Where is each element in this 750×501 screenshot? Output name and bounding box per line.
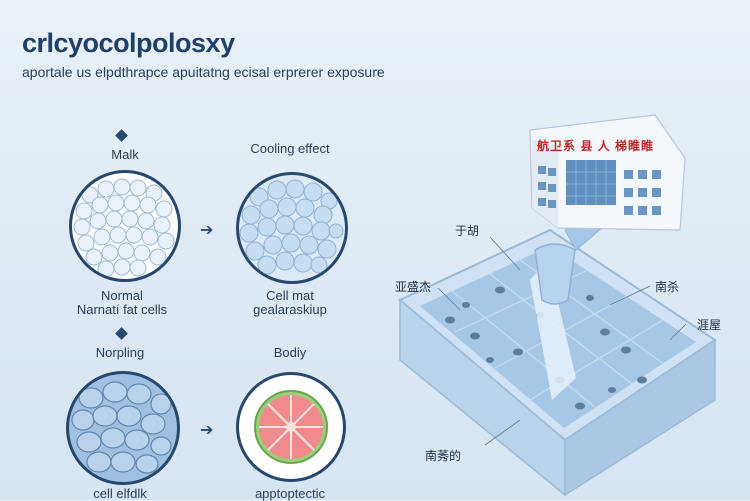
label-bath-far-right: 涯屋	[697, 318, 722, 332]
stage-header-bodiy: Bodiy	[273, 345, 307, 360]
page-subtitle: aportale us elpdthrapce apuitatng ecisal…	[22, 64, 385, 80]
stage-header-normal: Malk	[111, 147, 139, 162]
arrow-right-icon: ➔	[200, 222, 214, 239]
cell-death-circle	[66, 371, 180, 485]
caption-gealaraskiup: gealaraskiup	[253, 302, 327, 317]
apoptotic-cell-circle	[236, 372, 346, 482]
caption-normal-fat-cells: Narnatí fat cells	[76, 302, 168, 317]
compressed-cells-illustration	[71, 381, 172, 474]
page-title: crlcyocolpolosxy	[22, 28, 235, 58]
marker-diamond-icon	[115, 129, 128, 142]
cooling-cells-circle	[236, 172, 348, 284]
fat-cells-illustration	[73, 178, 175, 278]
caption-normal: Normal	[101, 288, 143, 303]
caption-apoptotic: apptoptectic	[254, 486, 326, 501]
arrow-right-icon: ➔	[200, 422, 214, 439]
marker-diamond-icon	[115, 327, 128, 340]
stage-header-norpling: Norpling	[95, 345, 145, 360]
stage-header-cooling: Cooling effect	[250, 141, 330, 156]
normal-fat-cells-circle	[69, 170, 181, 282]
apoptotic-cell-illustration	[254, 390, 328, 464]
label-bath-right: 南杀	[655, 280, 680, 294]
caption-cell-elfdlk: cell elfdlk	[93, 486, 147, 501]
building-sign: 航卫系 县 人 梯睢睢	[537, 139, 655, 153]
cryo-bath-illustration	[398, 114, 717, 497]
label-bath-bottom: 南莠的	[425, 449, 462, 463]
caption-cell-mat: Cell mat	[266, 288, 314, 303]
label-bath-left: 亚盛杰	[395, 280, 432, 294]
label-nozzle: 于胡	[455, 224, 480, 238]
cooled-cells-illustration	[239, 179, 344, 275]
